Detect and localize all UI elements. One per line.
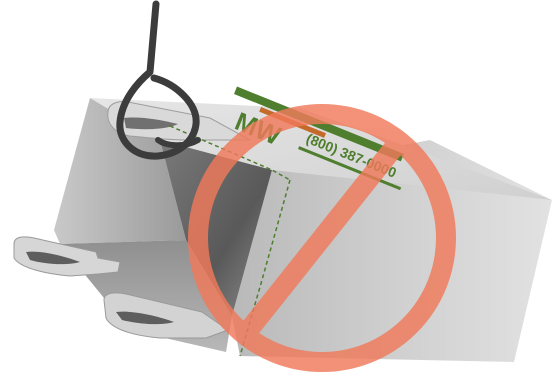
tilted-box-illustration: MW (800) 387-0000 xyxy=(0,0,557,376)
